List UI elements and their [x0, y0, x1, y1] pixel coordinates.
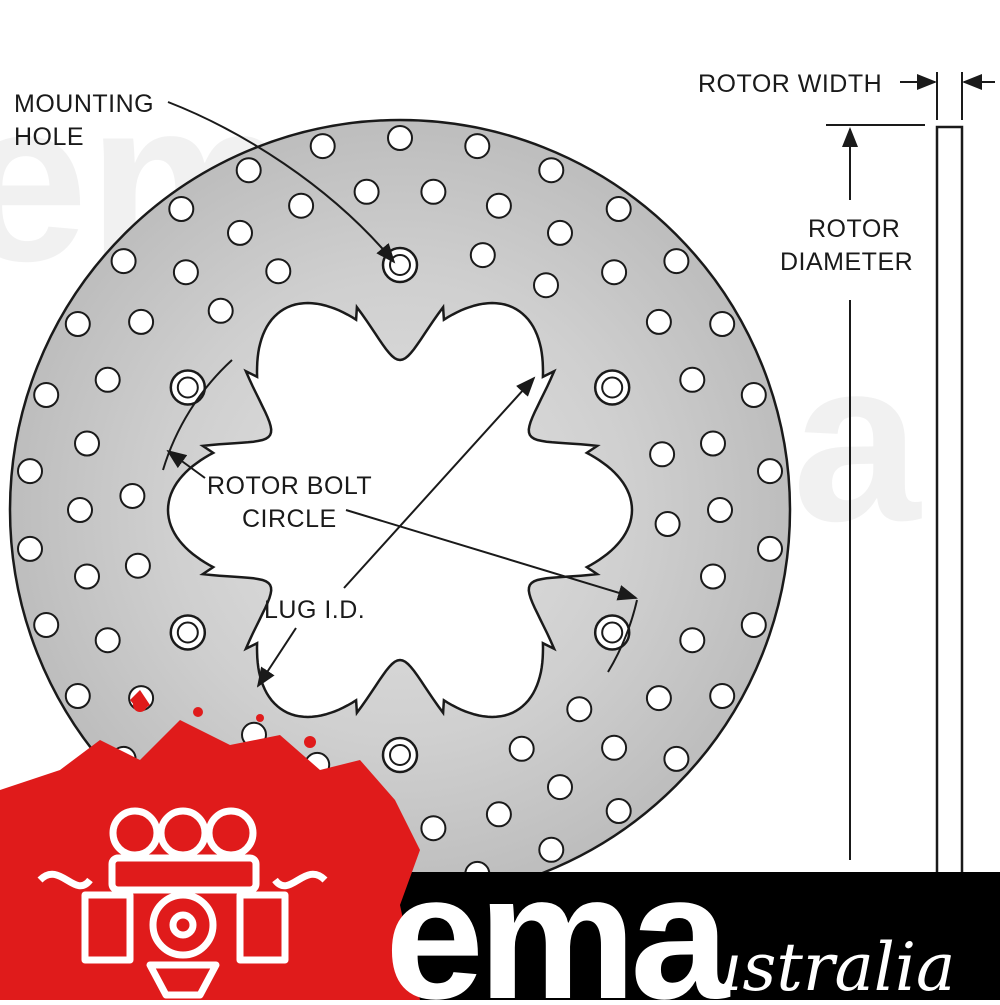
drill-hole [64, 311, 91, 337]
drill-hole [64, 683, 91, 709]
mounting-hole-leader [167, 101, 396, 264]
drill-hole [654, 511, 681, 537]
drill-hole [663, 248, 690, 275]
drill-hole [508, 735, 535, 762]
drill-hole [207, 297, 234, 324]
drill-hole [663, 745, 690, 772]
drill-hole-pattern [17, 125, 783, 895]
mounting-hole-bore [176, 621, 199, 644]
brand-wordmark-main: ema [385, 837, 731, 1000]
drill-hole [168, 196, 195, 222]
drill-hole [707, 497, 733, 523]
drill-hole [645, 308, 672, 335]
drill-hole [547, 219, 573, 246]
rotor-diameter-label: ROTOR [808, 215, 900, 243]
drill-hole [757, 535, 783, 562]
rotor-width-label: ROTOR WIDTH [698, 70, 882, 98]
drill-hole [538, 836, 565, 863]
drill-hole [601, 259, 628, 286]
drill-hole [33, 612, 60, 638]
lug-id-leader-up [343, 376, 536, 589]
drill-hole [227, 219, 253, 246]
drill-hole [709, 683, 736, 709]
red-splash-drop [304, 736, 316, 748]
drill-hole [679, 627, 706, 654]
mounting-hole-bore [389, 254, 411, 276]
mounting-hole-bore [389, 744, 411, 766]
drill-hole [464, 133, 491, 160]
drill-hole [547, 774, 573, 801]
lug-id-label: LUG I.D. [264, 596, 365, 624]
drill-hole [110, 248, 137, 275]
drill-hole [709, 311, 736, 337]
rotor-diameter-label: DIAMETER [780, 248, 913, 276]
rotor-bolt-circle-arc-right [607, 599, 638, 673]
rotor-edge-view [935, 125, 964, 919]
drill-hole [309, 133, 336, 160]
drill-hole [605, 196, 632, 222]
mounting-hole-bore [601, 621, 624, 644]
mounting-holes [169, 246, 631, 774]
drill-hole [288, 192, 315, 219]
banner-black-bar [300, 872, 1000, 1000]
red-splash-drop [256, 714, 264, 722]
brand-banner: ema ustralia [0, 690, 1000, 1005]
drill-hole [605, 798, 632, 824]
drill-hole [420, 815, 447, 842]
drill-hole [740, 612, 767, 638]
drill-hole [67, 497, 93, 523]
rotor-bolt-circle-label: ROTOR BOLT [207, 472, 372, 500]
mounting-hole-bore [601, 376, 624, 399]
drill-hole [679, 366, 706, 393]
drill-hole [74, 563, 100, 590]
mounting-hole-bore [176, 376, 199, 399]
drill-hole [94, 366, 121, 393]
brand-wordmark-sub: ustralia [700, 929, 955, 1000]
drill-hole [485, 192, 512, 219]
drill-hole [119, 483, 146, 509]
drill-hole [94, 627, 121, 654]
rotor-bolt-circle-label: CIRCLE [242, 505, 337, 533]
drill-hole [645, 685, 672, 712]
engine-splash-logo [37, 807, 328, 999]
drill-hole [17, 458, 43, 485]
drill-hole [124, 552, 151, 579]
drill-hole [566, 696, 593, 723]
drill-hole [757, 458, 783, 485]
brake-rotor [8, 118, 792, 902]
drill-hole [538, 157, 565, 184]
drill-hole [700, 430, 726, 457]
drill-hole [172, 259, 199, 286]
drill-hole [74, 430, 100, 457]
bolt-circle-leader-left [166, 449, 206, 479]
drill-hole [33, 382, 60, 408]
drill-hole [601, 734, 628, 761]
lug-id-leader-down [256, 627, 297, 688]
drill-hole [387, 125, 413, 151]
drill-hole [649, 441, 676, 468]
drill-hole [740, 382, 767, 408]
drill-hole [469, 242, 496, 269]
bolt-circle-leader-right [345, 509, 638, 601]
drill-hole [485, 801, 512, 828]
drill-hole [700, 563, 726, 590]
drill-hole [128, 308, 155, 335]
drill-hole [235, 157, 262, 184]
red-splash-drop [133, 698, 147, 712]
drill-hole [533, 272, 559, 299]
red-splash-drop [193, 707, 203, 717]
drill-hole [17, 535, 43, 562]
mounting-hole-label: HOLE [14, 123, 84, 151]
drill-hole [353, 178, 380, 205]
drill-hole [420, 178, 447, 205]
lug-id-cutout [166, 301, 634, 719]
drill-hole [265, 258, 292, 285]
mounting-hole-label: MOUNTING [14, 90, 154, 118]
